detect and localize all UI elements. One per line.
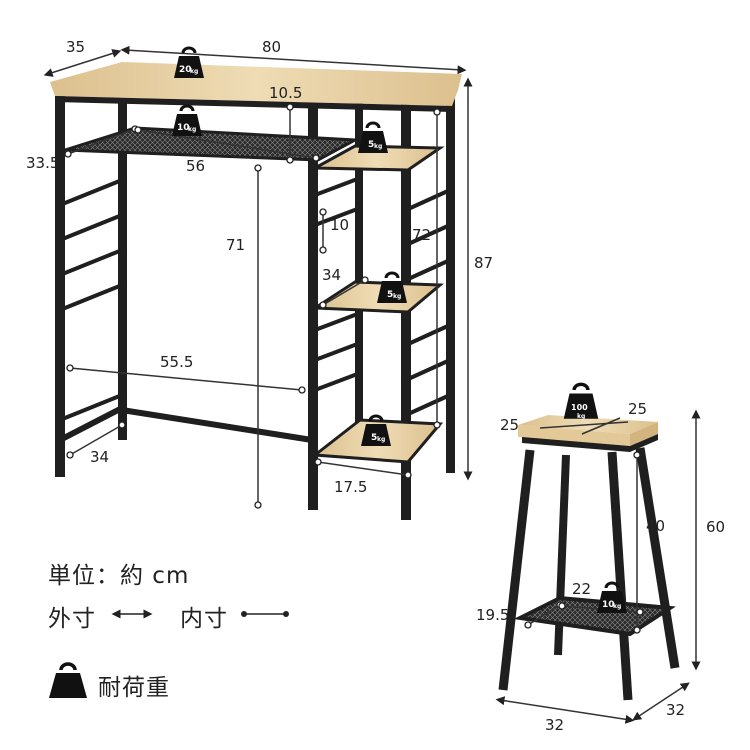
desk-foot-rail bbox=[121, 407, 313, 443]
desk-dimension-lines bbox=[43, 45, 473, 505]
desk-rear-right-leg bbox=[446, 88, 455, 473]
weight-icon bbox=[49, 662, 87, 698]
desk-height-label: 87 bbox=[474, 254, 493, 272]
svg-text:kg: kg bbox=[613, 603, 621, 610]
unit-legend: 単位：約 cm bbox=[48, 563, 190, 589]
svg-text:kg: kg bbox=[188, 126, 196, 133]
svg-text:5: 5 bbox=[371, 433, 377, 443]
desk-leg-clearance-label: 71 bbox=[226, 236, 245, 254]
stool-inner-width-label: 22 bbox=[572, 580, 591, 598]
stool-seat-depth-label: 25 bbox=[628, 400, 647, 418]
svg-text:100: 100 bbox=[571, 403, 588, 412]
stool-dimension-dots bbox=[524, 451, 644, 634]
desk-inner-depth-label: 33.5 bbox=[26, 154, 59, 172]
svg-text:kg: kg bbox=[190, 68, 198, 75]
desk-dimension-dots bbox=[64, 103, 441, 509]
desk-side-rails-left bbox=[59, 178, 123, 422]
stool-height-label: 60 bbox=[706, 518, 725, 536]
desk-shelf-middle bbox=[310, 280, 444, 314]
weight-icon: 20 kg bbox=[172, 46, 206, 80]
weight-icon: 5 kg bbox=[359, 414, 393, 448]
svg-text:20: 20 bbox=[179, 65, 192, 75]
desk-rear-left-leg bbox=[118, 100, 127, 440]
desk-shelf-width-label: 17.5 bbox=[334, 478, 367, 496]
stool-base-width-label: 32 bbox=[545, 716, 564, 734]
svg-text:kg: kg bbox=[577, 413, 585, 420]
svg-text:kg: kg bbox=[393, 293, 401, 300]
desk-shelf-span-label: 72 bbox=[412, 226, 431, 244]
svg-text:kg: kg bbox=[374, 143, 382, 150]
weight-icon: 10 kg bbox=[170, 104, 204, 138]
desk-shelf-depth-label: 34 bbox=[322, 266, 341, 284]
desk-width-label: 80 bbox=[262, 38, 281, 56]
stool-inner-height-label: 40 bbox=[646, 517, 665, 535]
svg-text:5: 5 bbox=[387, 290, 393, 300]
stool-seat-width-label: 25 bbox=[500, 416, 519, 434]
desk-shelf-top bbox=[309, 144, 445, 172]
desk-inner-width-top-label: 56 bbox=[186, 157, 205, 175]
desk-shelf-gap-label: 10 bbox=[330, 216, 349, 234]
weight-icon: 100 kg bbox=[562, 382, 600, 421]
desk-foot-depth-label: 34 bbox=[90, 448, 109, 466]
weight-icon: 5 kg bbox=[356, 121, 390, 155]
stool-base-depth-label: 32 bbox=[666, 701, 685, 719]
dot-line-icon bbox=[241, 611, 289, 617]
stool bbox=[498, 415, 680, 701]
desk-front-left-leg bbox=[55, 92, 65, 477]
desk-front-middle-leg bbox=[308, 105, 318, 510]
stool-inner-depth-label: 19.5 bbox=[476, 606, 509, 624]
load-capacity-legend: 耐荷重 bbox=[98, 675, 170, 701]
desk-side-rails-right bbox=[314, 176, 451, 417]
svg-text:10: 10 bbox=[177, 123, 190, 133]
desk-inner-leg bbox=[355, 100, 363, 440]
svg-text:10: 10 bbox=[602, 600, 615, 610]
inner-size-legend: 内寸 bbox=[180, 606, 228, 632]
svg-text:5: 5 bbox=[368, 140, 374, 150]
desk-inner-width-bottom-label: 55.5 bbox=[160, 353, 193, 371]
svg-text:kg: kg bbox=[377, 436, 385, 443]
outer-size-legend: 外寸 bbox=[48, 606, 96, 632]
desk-depth-label: 35 bbox=[66, 38, 85, 56]
desk-top-gap-label: 10.5 bbox=[269, 84, 302, 102]
weight-icon: 10 kg bbox=[595, 581, 629, 615]
weight-icon: 5 kg bbox=[375, 271, 409, 305]
